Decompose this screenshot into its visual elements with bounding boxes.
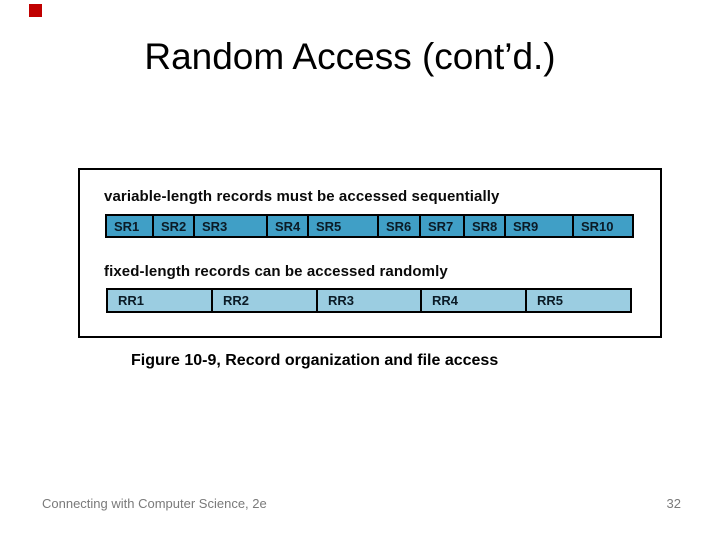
record-cell-rr2: RR2 — [212, 289, 317, 312]
record-cell-sr9: SR9 — [505, 215, 573, 237]
record-cell-sr4: SR4 — [267, 215, 308, 237]
slide-title: Random Access (cont’d.) — [144, 36, 556, 77]
record-cell-sr10: SR10 — [573, 215, 633, 237]
record-cell-sr3: SR3 — [194, 215, 267, 237]
record-cell-sr6: SR6 — [378, 215, 420, 237]
page-number: 32 — [666, 496, 681, 511]
record-cell-sr8: SR8 — [464, 215, 505, 237]
footer-book-title: Connecting with Computer Science, 2e — [42, 496, 267, 511]
fixed-length-label: fixed-length records can be accessed ran… — [104, 263, 448, 280]
record-cell-sr7: SR7 — [420, 215, 464, 237]
record-cell-sr5: SR5 — [308, 215, 378, 237]
figure-caption: Figure 10-9, Record organization and fil… — [131, 352, 499, 369]
record-cell-rr4: RR4 — [421, 289, 526, 312]
record-cell-sr2: SR2 — [153, 215, 194, 237]
record-cell-sr1: SR1 — [106, 215, 153, 237]
figure-box: variable-length records must be accessed… — [78, 168, 662, 338]
variable-length-label: variable-length records must be accessed… — [104, 188, 500, 205]
record-cell-rr3: RR3 — [317, 289, 421, 312]
record-cell-rr1: RR1 — [107, 289, 212, 312]
record-cell-rr5: RR5 — [526, 289, 631, 312]
red-square-marker — [29, 4, 42, 17]
